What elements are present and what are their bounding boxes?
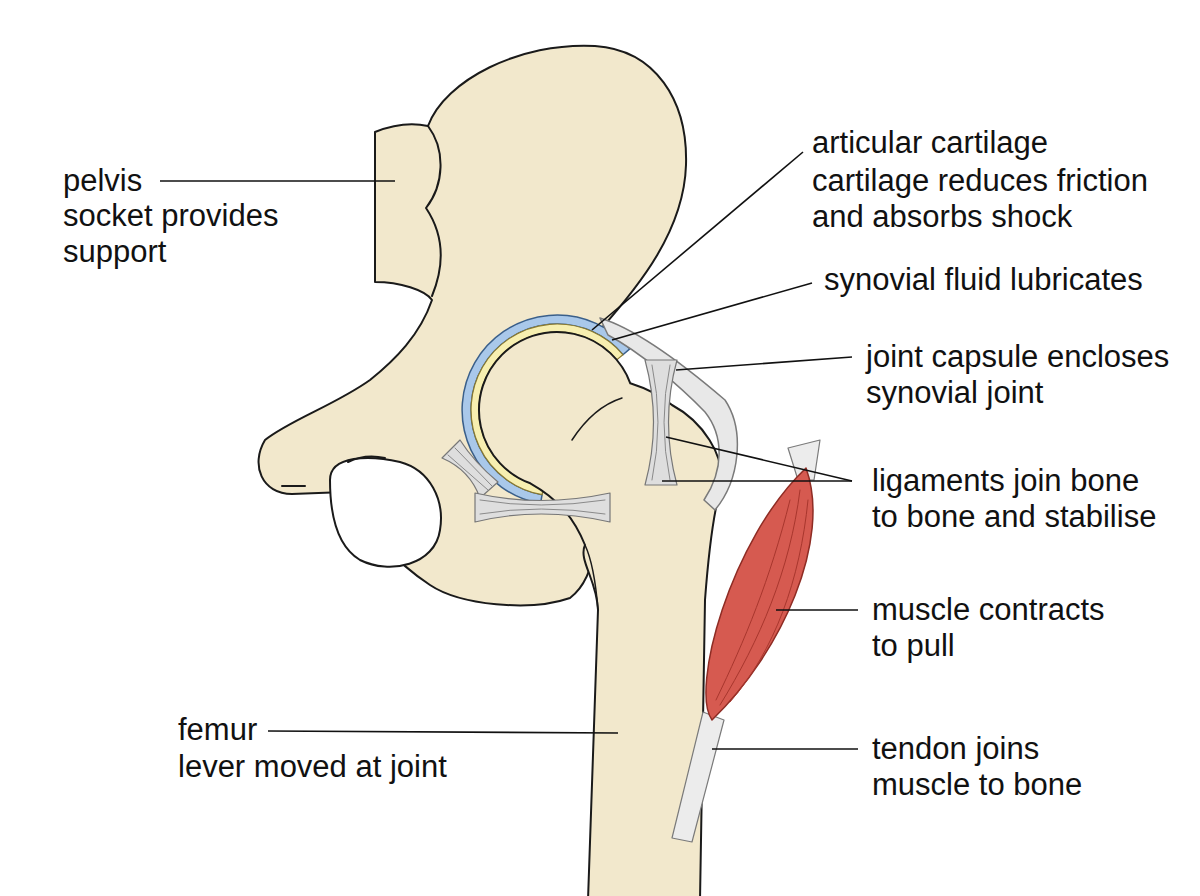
label-text: pelvis bbox=[63, 163, 263, 199]
label-text: lever moved at joint bbox=[178, 749, 478, 785]
pelvis-contour bbox=[426, 126, 441, 296]
femur-contour bbox=[585, 545, 598, 610]
label-text: joint capsule encloses synovial joint bbox=[866, 339, 1188, 411]
ligament bbox=[475, 493, 610, 522]
label-text: ligaments join bone to bone and stabilis… bbox=[872, 463, 1165, 535]
label-text: femur bbox=[178, 712, 478, 748]
tendon bbox=[672, 712, 724, 842]
leader-line bbox=[592, 152, 803, 330]
leader-line bbox=[666, 437, 852, 481]
leader-line bbox=[712, 748, 858, 750]
label-text: tendon joins muscle to bone bbox=[872, 731, 1114, 803]
leader-line bbox=[268, 731, 618, 733]
pubis-line bbox=[348, 456, 385, 462]
leader-line bbox=[662, 480, 852, 482]
label-text: articular cartilage bbox=[812, 125, 1192, 161]
ligament bbox=[442, 440, 498, 498]
ligament-fibres bbox=[480, 500, 605, 514]
ligament-fibres bbox=[652, 365, 670, 480]
label-text: socket provides support bbox=[63, 198, 313, 270]
femur-contour bbox=[572, 398, 622, 440]
pubis-line bbox=[282, 485, 305, 487]
label-text: cartilage reduces friction and absorbs s… bbox=[812, 163, 1174, 235]
muscle bbox=[706, 468, 813, 720]
label-text: muscle contracts to pull bbox=[872, 592, 1124, 664]
leader-line bbox=[160, 180, 395, 182]
ligament-fibres bbox=[448, 448, 492, 490]
ligament bbox=[645, 360, 677, 485]
obturator-foramen bbox=[330, 458, 441, 567]
label-text: synovial fluid lubricates bbox=[824, 262, 1192, 298]
muscle-fibres bbox=[716, 490, 808, 705]
leader-line bbox=[676, 357, 852, 370]
leader-line bbox=[612, 283, 812, 340]
leader-line bbox=[776, 609, 858, 611]
